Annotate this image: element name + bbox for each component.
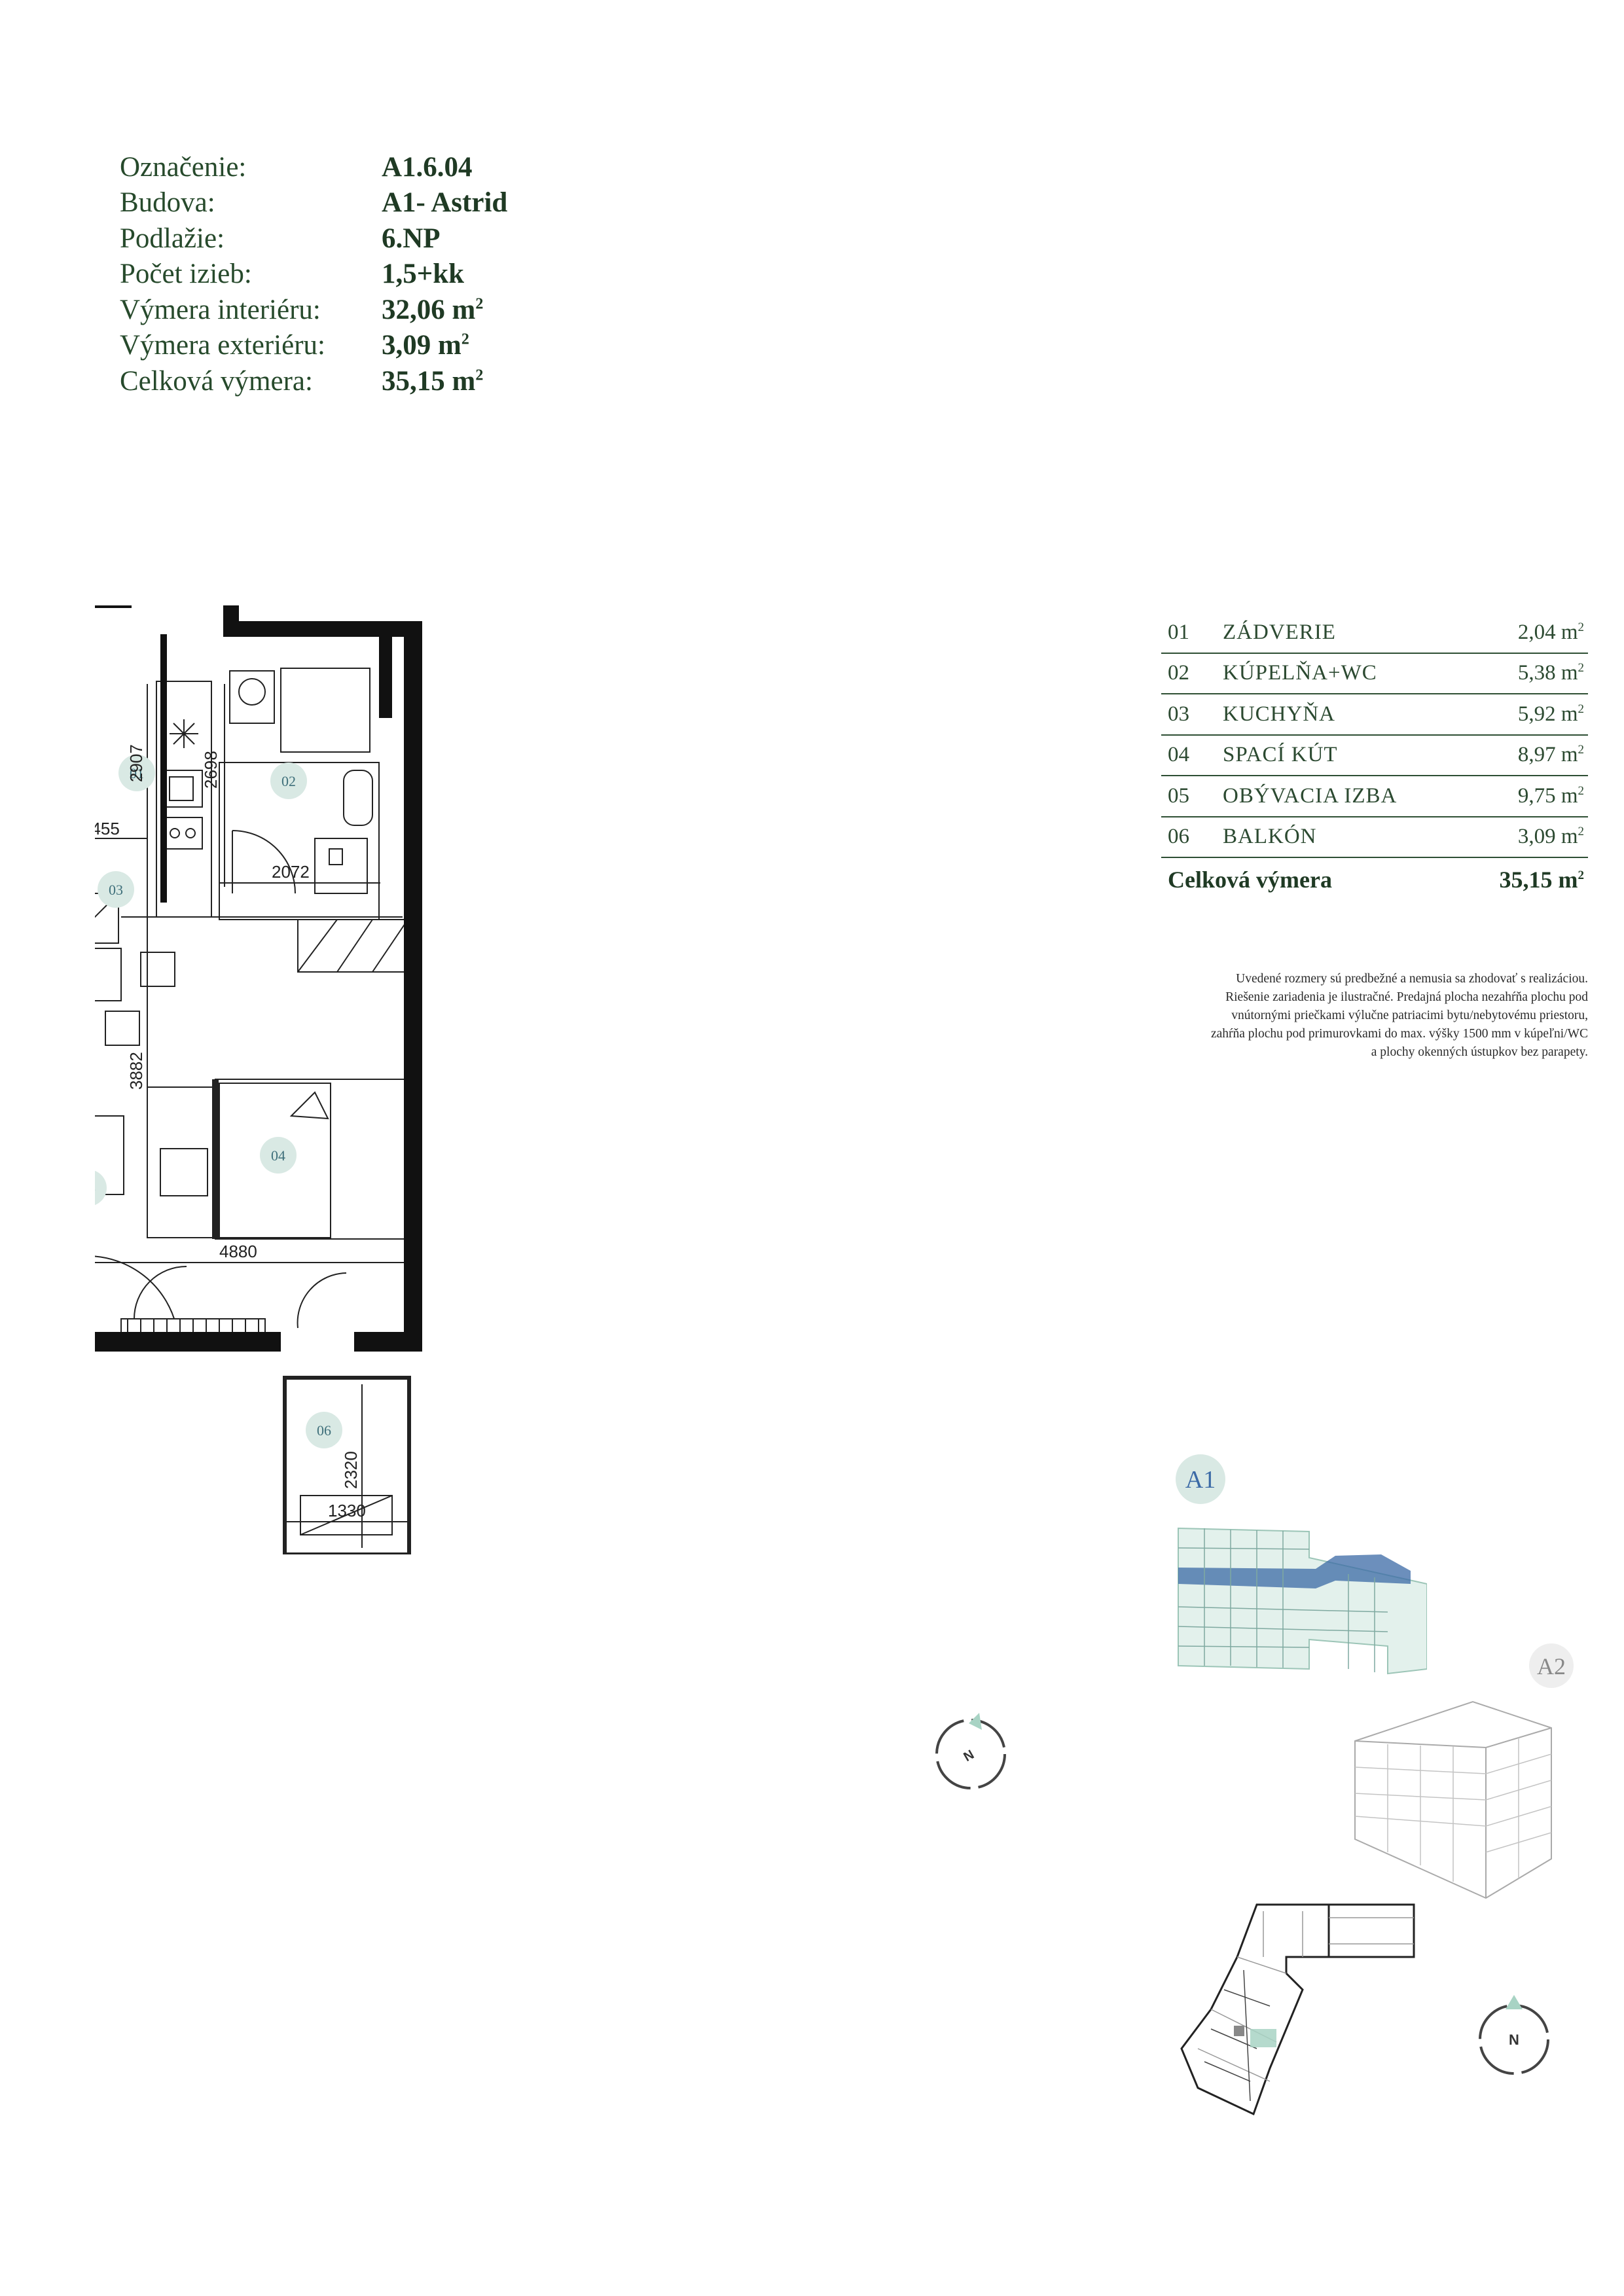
table-row: 03 KUCHYŇA 5,92 m2: [1161, 694, 1588, 736]
spec-value: 3,09 m2: [382, 330, 469, 361]
svg-text:N: N: [961, 1748, 977, 1765]
table-row: 02 KÚPELŇA+WC 5,38 m2: [1161, 654, 1588, 694]
spec-label: Celková výmera:: [120, 365, 313, 397]
spec-value: A1.6.04: [382, 151, 473, 183]
spec-label: Počet izieb:: [120, 259, 252, 290]
dim-2072: 2072: [272, 862, 310, 882]
spec-row-interior-area: Výmera interiéru: 32,06 m2: [120, 292, 507, 328]
spec-label: Výmera exteriéru:: [120, 330, 325, 361]
table-row: 06 BALKÓN 3,09 m2: [1161, 817, 1588, 858]
building-a1-illustration: A1: [1176, 1454, 1427, 1675]
dim-1330: 1330: [328, 1501, 366, 1520]
spec-row-exterior-area: Výmera exteriéru: 3,09 m2: [120, 328, 507, 364]
compass-icon: N: [1479, 1995, 1549, 2075]
compass-icon: N: [935, 1713, 1006, 1789]
spec-value: 35,15 m2: [382, 365, 484, 397]
building-a2-illustration: A2: [1354, 1643, 1574, 1899]
apartment-specs: Označenie: A1.6.04 Budova: A1- Astrid Po…: [120, 149, 507, 399]
spec-value: A1- Astrid: [382, 187, 508, 219]
room-tag-01: 01: [130, 765, 144, 781]
svg-text:N: N: [1509, 2032, 1519, 2048]
total-row: Celková výmera 35,15 m2: [1168, 867, 1584, 893]
spec-value: 1,5+kk: [382, 259, 465, 290]
spec-label: Výmera interiéru:: [120, 294, 321, 325]
spec-label: Budova:: [120, 187, 215, 219]
table-row: 05 OBÝVACIA IZBA 9,75 m2: [1161, 776, 1588, 817]
disclaimer-note: Uvedené rozmery sú predbežné a nemusia s…: [1210, 972, 1588, 1059]
room-tag-04: 04: [271, 1147, 285, 1164]
site-plan: [1180, 1903, 1415, 2116]
spec-row-rooms: Počet izieb: 1,5+kk: [120, 257, 507, 293]
room-tag-06: 06: [317, 1422, 331, 1439]
room-tag-03: 03: [109, 882, 123, 898]
table-row: 04 SPACÍ KÚT 8,97 m2: [1161, 736, 1588, 776]
dim-2907: 2907: [126, 744, 146, 782]
spec-row-total-area: Celková výmera: 35,15 m2: [120, 363, 507, 399]
svg-text:A2: A2: [1537, 1653, 1566, 1679]
dim-2320: 2320: [341, 1451, 361, 1489]
table-row: 01 ZÁDVERIE 2,04 m2: [1161, 613, 1588, 654]
dim-2698: 2698: [201, 751, 221, 789]
room-tag-02: 02: [281, 773, 296, 789]
spec-value: 32,06 m2: [382, 294, 484, 325]
dim-4880: 4880: [219, 1242, 257, 1261]
spec-row-floor: Podlažie: 6.NP: [120, 221, 507, 257]
room-tag-05: 05: [95, 1180, 96, 1196]
spec-label: Podlažie:: [120, 223, 225, 254]
spec-row-building: Budova: A1- Astrid: [120, 185, 507, 221]
rooms-table: 01 ZÁDVERIE 2,04 m2 02 KÚPELŇA+WC 5,38 m…: [1161, 613, 1588, 901]
spec-value: 6.NP: [382, 223, 441, 254]
floor-plan: 01 02 03 04 05 06 2455 2907 2698 2072 38…: [95, 605, 422, 1554]
dim-3882: 3882: [126, 1052, 146, 1090]
spec-row-designation: Označenie: A1.6.04: [120, 149, 507, 185]
svg-text:A1: A1: [1185, 1466, 1216, 1494]
dim-2455: 2455: [95, 819, 120, 838]
spec-label: Označenie:: [120, 151, 247, 183]
